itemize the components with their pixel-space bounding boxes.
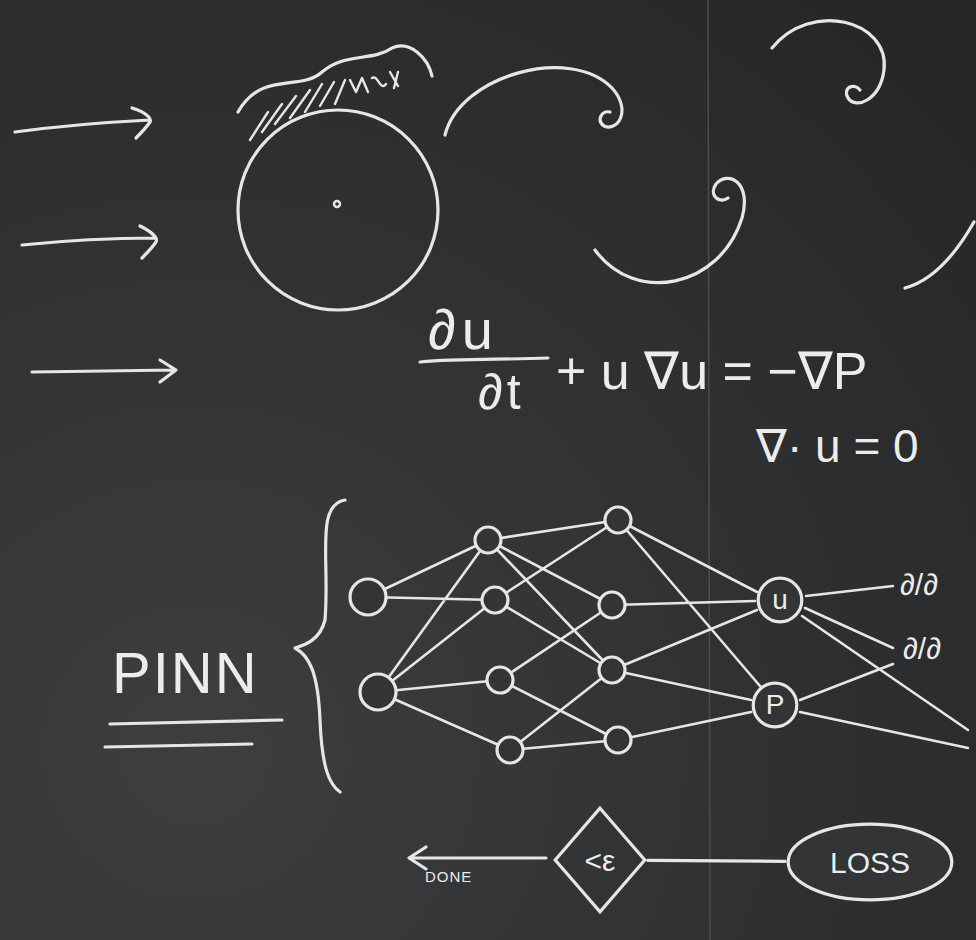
flow-arrow xyxy=(15,108,150,138)
hidden-neuron xyxy=(475,527,501,553)
curly-bracket xyxy=(295,500,345,792)
hidden-neuron xyxy=(487,667,513,693)
loss-ellipse: LOSS xyxy=(785,821,955,903)
node-text: LOSS xyxy=(830,846,910,879)
vortex-curl xyxy=(595,178,744,282)
node-text: <ε xyxy=(585,844,616,877)
flow-arrow xyxy=(22,226,156,258)
hidden-neuron xyxy=(497,737,523,763)
connector-line xyxy=(648,860,785,861)
equation-term: ∇· u = 0 xyxy=(756,420,919,473)
circle-shape xyxy=(758,578,802,622)
model-label: PINN xyxy=(112,640,259,707)
center-dot xyxy=(334,201,340,207)
status-label: DONE xyxy=(425,868,472,885)
flow-arrow xyxy=(32,360,176,382)
vortex-curl xyxy=(772,21,884,103)
output-neuron: u xyxy=(755,575,805,625)
hatching xyxy=(250,72,398,140)
done-arrow xyxy=(409,847,546,869)
network-connection xyxy=(368,520,760,750)
equation-term: ∂u xyxy=(428,298,499,362)
board-seam xyxy=(708,0,710,940)
node-text: P xyxy=(766,690,785,721)
underline xyxy=(105,720,282,747)
derivative-line xyxy=(800,586,968,748)
hidden-neuron xyxy=(605,727,631,753)
decision-diamond: <ε xyxy=(552,805,648,915)
vortex-curl xyxy=(905,222,974,288)
output-neuron: P xyxy=(750,680,800,730)
ellipse-shape xyxy=(788,824,952,900)
hidden-neuron xyxy=(605,507,631,533)
equation-term: + u ∇u = −∇P xyxy=(556,342,867,402)
hidden-neuron xyxy=(599,657,625,683)
input-neuron xyxy=(350,579,386,615)
hidden-neuron xyxy=(599,592,625,618)
vortex-curl xyxy=(445,68,622,135)
derivative-label: ∂/∂ xyxy=(900,568,938,603)
input-neuron xyxy=(360,674,396,710)
node-text: u xyxy=(772,585,788,616)
cylinder-circle xyxy=(238,110,438,310)
circle-shape xyxy=(753,683,797,727)
derivative-label: ∂/∂ xyxy=(903,632,941,667)
equation-term: ∂t xyxy=(478,364,525,422)
hidden-neuron xyxy=(482,587,508,613)
diamond-shape xyxy=(555,808,645,912)
